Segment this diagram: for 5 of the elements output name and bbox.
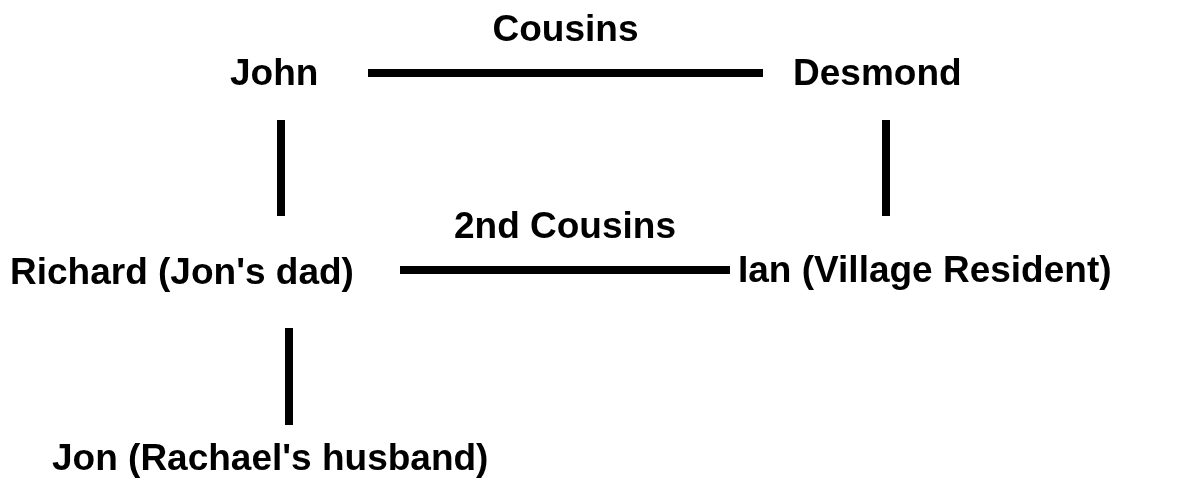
- person-name: Richard (Jon's dad): [10, 249, 354, 294]
- person-name: Ian (Village Resident): [738, 247, 1112, 292]
- person-name: John: [230, 50, 319, 95]
- person-name: Desmond: [793, 50, 962, 95]
- person-name: Jon (Rachael's husband): [52, 436, 489, 481]
